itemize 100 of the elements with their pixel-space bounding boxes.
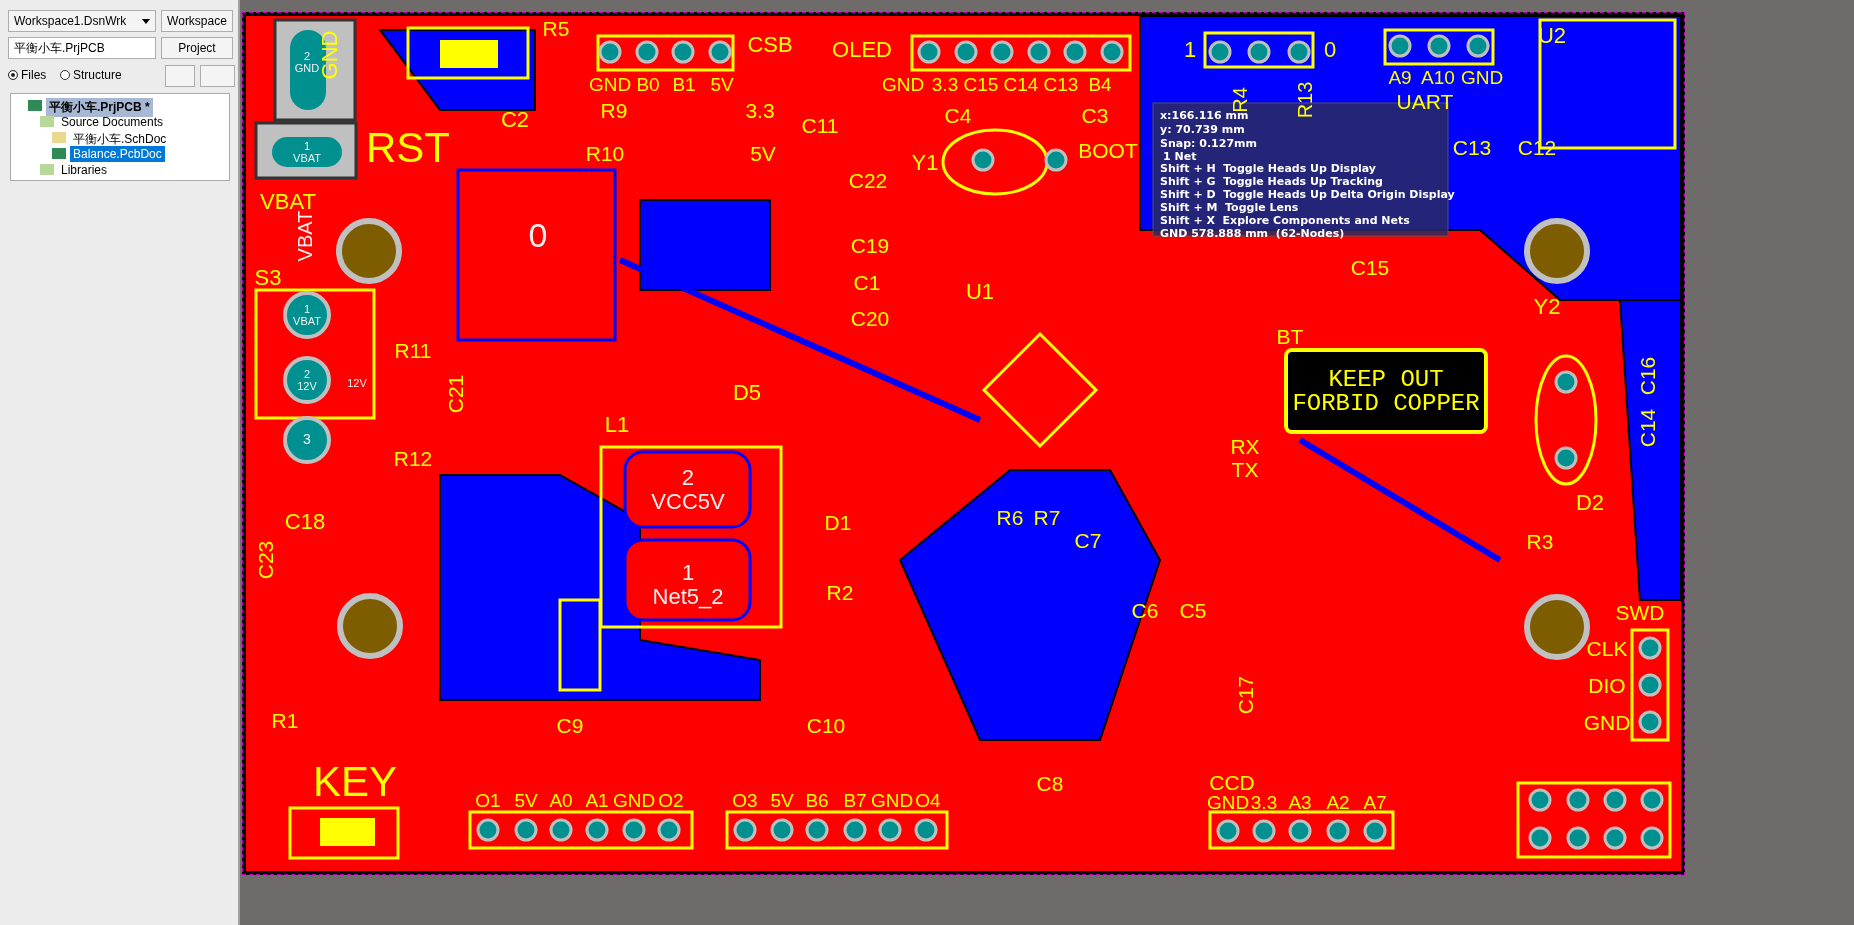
silkscreen-label: Y1 [911, 152, 939, 174]
silkscreen-label: GND [588, 74, 632, 94]
silkscreen-label: GND [1206, 792, 1250, 812]
pad-label: 3 [303, 432, 311, 448]
silkscreen-label: C5 [1179, 599, 1207, 621]
silkscreen-label: B0 [636, 74, 660, 94]
info-text: GND 578.888 mm (62-Nodes) [1160, 228, 1345, 239]
silkscreen-label: 5V [750, 142, 776, 164]
silkscreen-label: GND [870, 790, 914, 810]
pad-label: 1 VBAT [293, 302, 321, 328]
silkscreen-label: A7 [1363, 792, 1387, 812]
silkscreen-label: C14 [1636, 408, 1658, 448]
silkscreen-label: C13 [1043, 74, 1079, 94]
silkscreen-label: 1 [1183, 39, 1197, 61]
pad-label: VBAT [294, 210, 316, 262]
silkscreen-label: A1 [585, 790, 609, 810]
silkscreen-label: R6 [996, 506, 1024, 528]
silkscreen-label: S3 [254, 267, 282, 289]
silkscreen-label: 5V [770, 790, 794, 810]
silkscreen-label: C10 [806, 714, 846, 736]
silkscreen-label: TX [1231, 458, 1259, 480]
silkscreen-label: 3.3 [745, 99, 775, 121]
silkscreen-label: RX [1230, 435, 1260, 457]
silkscreen-label: Y2 [1533, 296, 1561, 318]
silkscreen-label: O2 [658, 790, 684, 810]
silkscreen-label: B4 [1088, 74, 1112, 94]
silkscreen-label: C2 [500, 109, 530, 131]
silkscreen-label: CSB [747, 34, 793, 56]
silkscreen-label: R4 [1230, 87, 1250, 113]
silkscreen-label: D2 [1575, 492, 1605, 514]
tree-item: Balance.PcbDoc [70, 146, 165, 162]
silkscreen-label: R11 [394, 339, 432, 361]
silkscreen-label: 3.3 [931, 74, 959, 94]
silkscreen-label: CCD [1209, 771, 1255, 793]
silkscreen-label: C4 [944, 104, 972, 126]
silkscreen-label: C14 [1003, 74, 1039, 94]
silkscreen-label: O4 [915, 790, 941, 810]
silkscreen-label: C22 [848, 169, 888, 191]
workspace-dropdown: Workspace1.DsnWrk [8, 10, 156, 32]
tree-item: Source Documents [60, 114, 165, 130]
silkscreen-label: C19 [850, 234, 890, 256]
silkscreen-label: C15 [1350, 256, 1390, 278]
silkscreen-label: B7 [843, 790, 867, 810]
silkscreen-label: O1 [475, 790, 501, 810]
silkscreen-label: OLED [832, 39, 892, 61]
silkscreen-label: KEY [313, 761, 397, 803]
project-button: Project [161, 37, 233, 59]
silkscreen-label: B1 [672, 74, 696, 94]
silkscreen-label: GND [881, 74, 925, 94]
silkscreen-label: 0 [1323, 39, 1337, 61]
radio-button: Structure [60, 68, 122, 82]
silkscreen-label: A3 [1288, 792, 1312, 812]
tree-item: 平衡小车.SchDoc [72, 131, 168, 148]
silkscreen-label: A9 [1388, 67, 1412, 87]
silkscreen-label: R10 [585, 142, 625, 164]
silkscreen-label: 5V [710, 74, 734, 94]
silkscreen-label: CLK [1586, 637, 1628, 659]
info-text: Shift + X Explore Components and Nets [1160, 215, 1410, 226]
silkscreen-label: GND [1583, 711, 1631, 733]
silkscreen-label: C1 [853, 271, 881, 293]
pad-label: 12V [347, 376, 367, 390]
pad-label: 1 VBAT [293, 139, 321, 165]
project-field: 平衡小车.PrjPCB [8, 37, 156, 59]
silkscreen-label: C3 [1081, 104, 1109, 126]
silkscreen-label: D1 [824, 511, 852, 533]
silkscreen-label: BOOT [1078, 139, 1138, 161]
silkscreen-label: A10 [1421, 67, 1455, 87]
info-text: Snap: 0.127mm [1160, 138, 1257, 149]
pad-label: 2 VCC5V [651, 465, 725, 515]
silkscreen-label: C13 [1452, 136, 1492, 158]
silkscreen-label: RST [366, 127, 450, 169]
silkscreen-label: R2 [826, 581, 854, 603]
silkscreen-label: BT [1276, 325, 1304, 347]
silkscreen-label: GND [612, 790, 656, 810]
silkscreen-label: R12 [393, 447, 433, 469]
silkscreen-label: R1 [271, 709, 299, 731]
info-text: y: 70.739 mm [1160, 124, 1245, 135]
silkscreen-label: A0 [549, 790, 573, 810]
radio-button: Files [8, 68, 47, 82]
info-text: 1 Net [1163, 151, 1197, 162]
silkscreen-label: C8 [1036, 772, 1064, 794]
silkscreen-label: R3 [1526, 530, 1554, 552]
silkscreen-label: 5V [514, 790, 538, 810]
keep-out-label: KEEP OUT FORBID COPPER [1291, 368, 1481, 416]
silkscreen-label: DIO [1588, 674, 1626, 696]
silkscreen-label: SWD [1615, 601, 1665, 623]
silkscreen-label: D5 [732, 382, 762, 404]
silkscreen-label: GND [1460, 67, 1504, 87]
silkscreen-label: GND [319, 30, 341, 80]
silkscreen-label: O3 [732, 790, 758, 810]
silkscreen-label: C15 [963, 74, 999, 94]
silkscreen-label: R5 [542, 17, 570, 39]
silkscreen-label: U1 [965, 281, 995, 303]
pad-label: 1 Net5_2 [652, 560, 724, 610]
pad-label: 2 GND [294, 49, 320, 75]
silkscreen-label: C18 [284, 511, 326, 533]
silkscreen-label: C16 [1636, 356, 1658, 396]
silkscreen-label: R7 [1033, 506, 1061, 528]
info-text: Shift + M Toggle Lens [1160, 202, 1299, 213]
silkscreen-label: L1 [604, 414, 630, 436]
